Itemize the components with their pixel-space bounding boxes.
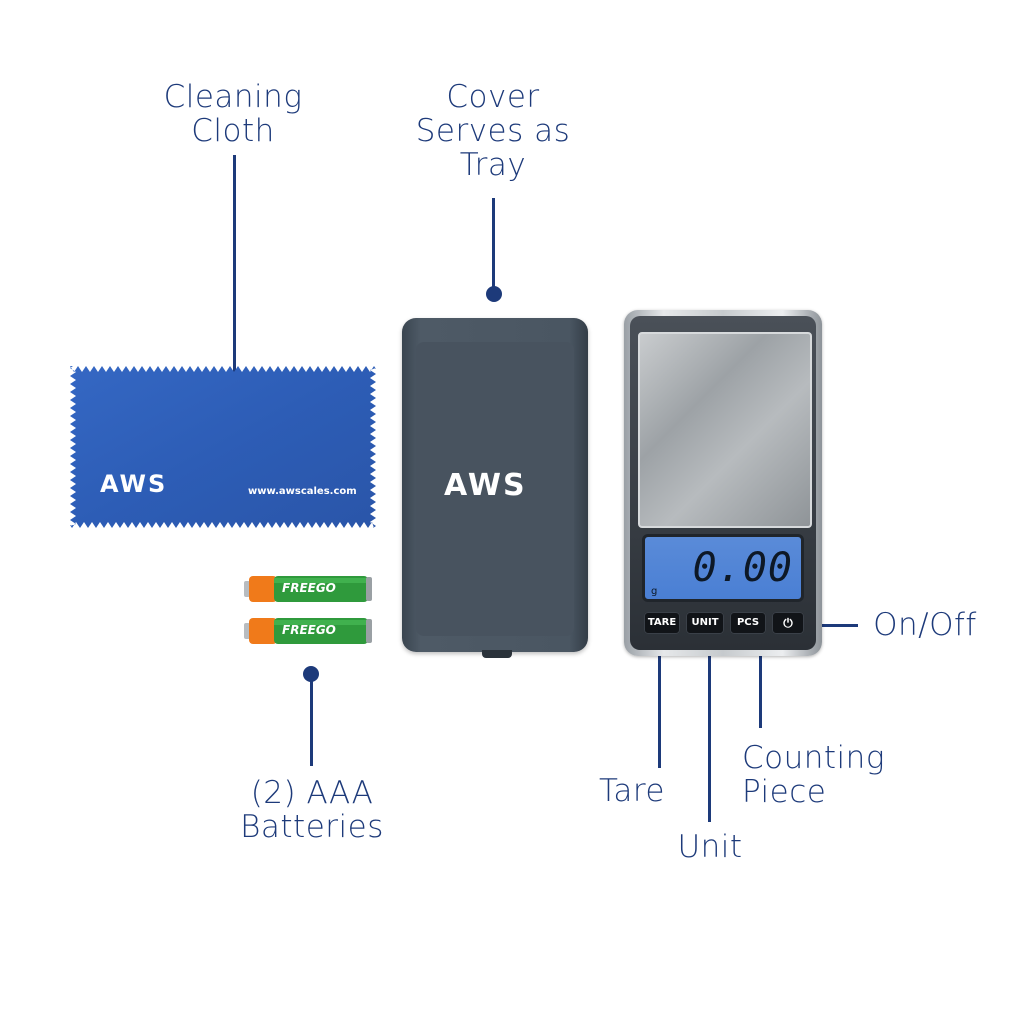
batteries-callout-line	[310, 674, 313, 766]
scale-cover: AWS	[402, 318, 588, 658]
battery-2: FREEGO	[244, 616, 372, 646]
cover-aws-logo: AWS	[444, 468, 527, 503]
tare-callout-line	[658, 636, 661, 768]
weighing-platform	[638, 332, 812, 528]
cleaning-cloth: AWS www.awscales.com	[64, 360, 382, 534]
unit-label: Unit	[677, 829, 743, 865]
cleaning-cloth-label: Cleaning Cloth	[163, 79, 303, 149]
cloth-aws-logo: AWS	[100, 470, 168, 498]
battery-1-shape	[244, 576, 372, 602]
battery-1-brand: FREEGO	[282, 581, 336, 595]
cloth-website-text: www.awscales.com	[248, 486, 357, 497]
pocket-scale: 0.00 g TARE UNIT PCS ⏻	[624, 310, 822, 656]
counting-piece-label: Counting Piece	[742, 740, 885, 810]
cloth-callout-line	[233, 155, 236, 413]
display-readout: 0.00	[692, 545, 793, 591]
cover-tab	[482, 650, 512, 658]
batteries-label: (2) AAA Batteries	[240, 775, 384, 845]
batteries-callout-dot	[303, 666, 319, 682]
on-off-label: On/Off	[873, 607, 977, 643]
cloth-shape	[64, 360, 382, 534]
battery-1: FREEGO	[244, 574, 372, 604]
tare-button[interactable]: TARE	[644, 612, 680, 634]
cover-face	[416, 342, 574, 636]
cover-callout-line	[492, 198, 495, 292]
counting-piece-callout-line	[759, 636, 762, 728]
battery-2-brand: FREEGO	[282, 623, 336, 637]
display-unit: g	[651, 586, 658, 597]
pcs-button[interactable]: PCS	[730, 612, 766, 634]
battery-2-shape	[244, 618, 372, 644]
on-off-callout-line	[792, 624, 858, 627]
lcd-display: 0.00 g	[642, 534, 804, 602]
tare-label: Tare	[599, 773, 665, 809]
unit-callout-line	[708, 636, 711, 822]
cover-callout-dot	[486, 286, 502, 302]
unit-button[interactable]: UNIT	[686, 612, 724, 634]
cover-label: Cover Serves as Tray	[415, 79, 571, 183]
power-button[interactable]: ⏻	[772, 612, 804, 634]
